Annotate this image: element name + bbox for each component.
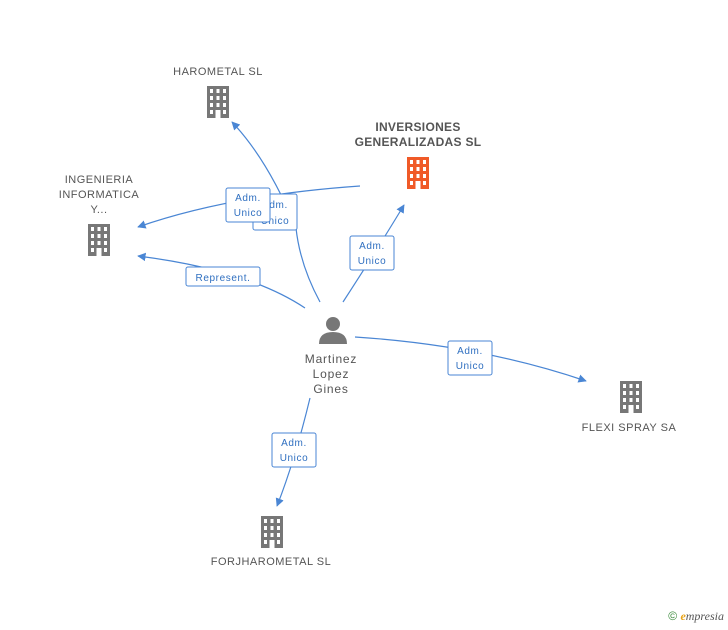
building-icon bbox=[620, 381, 642, 413]
edge-label-line-1: Adm. bbox=[281, 438, 307, 449]
edge-label-line-1: Adm. bbox=[262, 200, 288, 211]
person-label-line-1: Martinez bbox=[305, 352, 357, 366]
node-flexispray[interactable]: FLEXI SPRAY SA bbox=[582, 381, 677, 434]
building-icon bbox=[261, 516, 283, 548]
edge-person-up bbox=[295, 227, 321, 303]
edges bbox=[137, 121, 587, 507]
node-person[interactable]: Martinez Lopez Gines bbox=[305, 317, 357, 396]
edge-label-line-2: Unico bbox=[234, 208, 263, 219]
edge-label-to-harometal[interactable]: Adm. Unico bbox=[225, 187, 271, 223]
node-label-line-2: GENERALIZADAS SL bbox=[355, 135, 482, 149]
building-icon bbox=[88, 224, 110, 256]
node-label-line-1: INVERSIONES bbox=[375, 120, 460, 134]
person-label-line-2: Lopez bbox=[313, 367, 350, 381]
node-label-line-2: INFORMATICA bbox=[59, 189, 140, 201]
node-harometal[interactable]: HAROMETAL SL bbox=[173, 66, 263, 118]
building-icon bbox=[407, 157, 429, 189]
node-label: HAROMETAL SL bbox=[173, 66, 263, 78]
edge-label-line-2: Unico bbox=[358, 256, 387, 267]
edge-label-to-ingenieria-rep[interactable]: Represent. bbox=[185, 266, 261, 287]
edge-label-line-1: Adm. bbox=[457, 346, 483, 357]
edge-label-line-1: Adm. bbox=[359, 241, 385, 252]
footer: © empresia bbox=[668, 609, 724, 624]
edge-label-to-forjharometal[interactable]: Adm. Unico bbox=[271, 432, 317, 468]
person-icon bbox=[319, 317, 347, 344]
node-label-line-3: Y... bbox=[90, 204, 107, 216]
edge-label-line-1: Adm. bbox=[235, 193, 261, 204]
node-label: FLEXI SPRAY SA bbox=[582, 422, 677, 434]
edge-label-to-flexispray[interactable]: Adm. Unico bbox=[447, 340, 493, 376]
node-ingenieria[interactable]: INGENIERIA INFORMATICA Y... bbox=[59, 174, 140, 256]
person-label-line-3: Gines bbox=[313, 382, 348, 396]
node-label: FORJHAROMETAL SL bbox=[211, 556, 331, 568]
edge-label-line-2: Unico bbox=[456, 361, 485, 372]
node-inversiones[interactable]: INVERSIONES GENERALIZADAS SL bbox=[355, 120, 482, 189]
edge-label-line-2: Unico bbox=[261, 216, 290, 227]
node-label-line-1: INGENIERIA bbox=[65, 174, 134, 186]
edge-label-line-1: Represent. bbox=[196, 273, 251, 284]
copyright-symbol: © bbox=[668, 609, 678, 623]
node-forjharometal[interactable]: FORJHAROMETAL SL bbox=[211, 516, 331, 568]
edge-label-to-inversiones[interactable]: Adm. Unico bbox=[349, 235, 395, 271]
edge-label-line-2: Unico bbox=[280, 453, 309, 464]
brand-logo-text[interactable]: mpresia bbox=[685, 609, 724, 623]
building-icon bbox=[207, 86, 229, 118]
brand-logo-initial: e bbox=[680, 609, 686, 623]
